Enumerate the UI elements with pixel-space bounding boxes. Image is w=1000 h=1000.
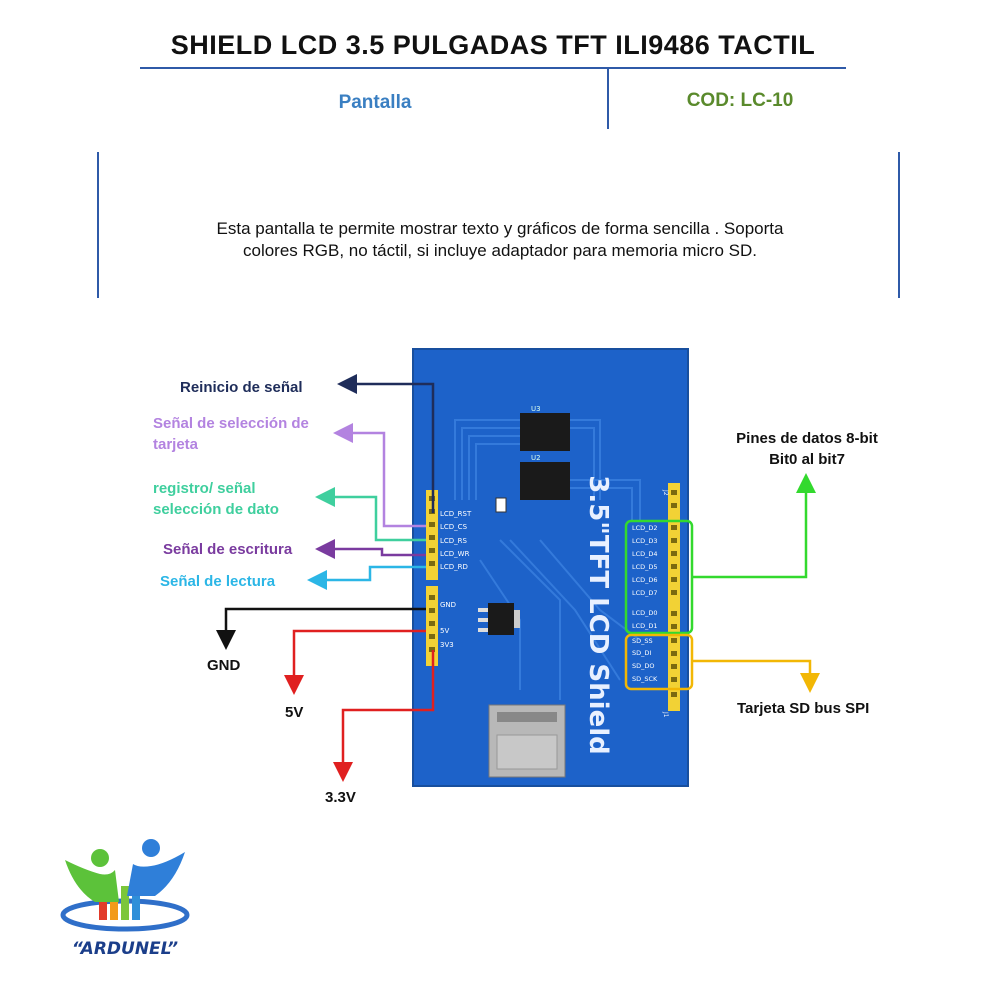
voltage-regulator [478,603,520,635]
small-component [495,497,507,513]
header-j2-label: J2 [662,489,669,496]
reset-wire [337,374,435,513]
pin-label-lcd-d4: LCD_D4 [632,550,658,558]
chip-u3: U3 [520,405,570,451]
title-divider [140,67,846,69]
label-sd-spi: Tarjeta SD bus SPI [737,700,870,717]
pin-label-lcd-rst: LCD_RST [440,510,472,518]
pin-label-sd-do: SD_DO [632,662,655,670]
logo-text: “ARDUNEL” [72,939,178,959]
sd-wire [692,659,820,693]
label-data-line-1: Pines de datos 8-bit [736,430,878,447]
product-code: COD: LC-10 [686,90,794,111]
gnd-wire [216,607,426,650]
rs-wire [315,487,426,542]
label-rs: registro/ señal selección de dato [153,478,279,520]
description-line-2: colores RGB, no táctil, si incluye adapt… [243,241,757,260]
pin-label-lcd-d5: LCD_D5 [632,563,658,571]
pin-label-lcd-d6: LCD_D6 [632,576,658,584]
chip-u3-label: U3 [531,405,541,413]
label-rs-line-1: registro/ señal [153,480,256,497]
label-data-pins: Pines de datos 8-bit Bit0 al bit7 [712,428,902,470]
pin-label-lcd-d7: LCD_D7 [632,589,658,597]
pin-label-lcd-rs: LCD_RS [440,537,468,545]
ardunel-logo: “ARDUNEL” [60,839,190,959]
header-j1-label: J1 [662,711,669,718]
description-right-bar [898,152,900,298]
pin-label-sd-ss: SD_SS [632,637,653,645]
pcb-board: U3 U2 3.5"TFT LCD Shield [412,348,689,787]
header-separator [607,69,609,129]
pin-label-lcd-cs: LCD_CS [440,523,468,531]
board-silk-title: 3.5"TFT LCD Shield [583,475,613,754]
pin-label-lcd-d3: LCD_D3 [632,537,658,545]
label-cs: Señal de selección de tarjeta [153,413,309,455]
data-wire [692,473,816,579]
description: Esta pantalla te permite mostrar texto y… [120,218,880,262]
label-data-line-2: Bit0 al bit7 [769,451,845,468]
label-3v3: 3.3V [325,789,356,806]
page-title: SHIELD LCD 3.5 PULGADAS TFT ILI9486 TACT… [170,30,816,60]
pin-label-lcd-rd: LCD_RD [440,563,468,571]
label-rd: Señal de lectura [160,573,276,590]
pin-label-5v: 5V [440,627,449,635]
right-header: J2 J1 [662,483,680,718]
wr-wire [315,539,426,559]
chip-u2-label: U2 [531,454,541,462]
left-header [426,490,438,666]
pin-label-gnd: GND [440,601,456,609]
label-rs-line-2: selección de dato [153,501,279,518]
3v3-wire [333,650,435,782]
description-left-bar [97,152,99,298]
left-pin-labels: LCD_RST LCD_CS LCD_RS LCD_WR LCD_RD GND … [440,510,472,649]
pin-label-lcd-wr: LCD_WR [440,550,470,558]
label-cs-line-1: Señal de selección de [153,415,309,432]
pin-label-sd-di: SD_DI [632,649,651,657]
rd-wire [307,565,426,590]
label-cs-line-2: tarjeta [153,436,199,453]
category-label: Pantalla [338,92,412,113]
right-pin-labels: LCD_D2 LCD_D3 LCD_D4 LCD_D5 LCD_D6 LCD_D… [632,524,658,683]
pin-label-3v3: 3V3 [440,641,454,649]
chip-u2: U2 [520,454,570,500]
pin-label-lcd-d1: LCD_D1 [632,622,658,630]
label-wr: Señal de escritura [163,541,293,558]
cs-wire [333,423,426,528]
label-gnd: GND [207,657,241,674]
label-5v: 5V [285,704,304,721]
pin-label-sd-sck: SD_SCK [632,675,658,683]
label-reset: Reinicio de señal [180,379,303,396]
pin-label-lcd-d2: LCD_D2 [632,524,658,532]
5v-wire [284,629,426,695]
sd-card-slot [488,704,566,778]
description-line-1: Esta pantalla te permite mostrar texto y… [216,219,784,238]
pin-label-lcd-d0: LCD_D0 [632,609,658,617]
